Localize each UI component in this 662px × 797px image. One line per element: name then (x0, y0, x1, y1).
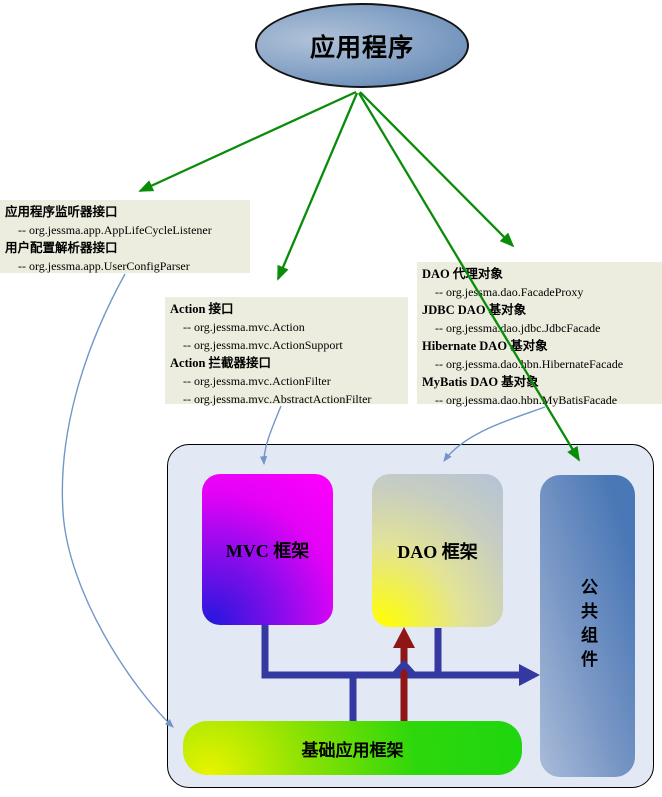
dao-framework-node: DAO 框架 (372, 474, 503, 627)
dao-framework-label: DAO 框架 (397, 541, 478, 562)
interface-class-name: -- org.jessma.mvc.ActionFilter (183, 374, 331, 388)
arrow-app-to-listener-box (138, 90, 357, 193)
interface-class-name: -- org.jessma.dao.hbn.MyBatisFacade (435, 393, 618, 407)
interface-class-name: -- org.jessma.mvc.AbstractActionFilter (183, 392, 372, 406)
interface-class-name: -- org.jessma.dao.hbn.HibernateFacade (435, 357, 624, 371)
common-components-label: 公共组件 (578, 578, 597, 674)
dao-objects-box: DAO 代理对象 -- org.jessma.dao.FacadeProxy J… (417, 262, 662, 407)
interface-heading: MyBatis DAO 基对象 (422, 375, 539, 389)
interface-class-name: -- org.jessma.app.AppLifeCycleListener (18, 223, 212, 237)
app-listener-interface-box: 应用程序监听器接口 -- org.jessma.app.AppLifeCycle… (0, 200, 250, 273)
interface-class-name: -- org.jessma.dao.jdbc.JdbcFacade (435, 321, 601, 335)
base-application-framework-node: 基础应用框架 (183, 721, 522, 775)
base-application-framework-label: 基础应用框架 (301, 740, 404, 760)
application-ellipse-label: 应用程序 (309, 34, 414, 62)
interface-class-name: -- org.jessma.mvc.ActionSupport (183, 338, 343, 352)
interface-class-name: -- org.jessma.mvc.Action (183, 320, 305, 334)
arrow-app-to-dao-box (359, 91, 515, 248)
interface-heading: 应用程序监听器接口 (5, 205, 118, 219)
interface-heading: 用户配置解析器接口 (5, 241, 118, 255)
arrow-app-to-action-box (276, 92, 359, 281)
interface-class-name: -- org.jessma.app.UserConfigParser (18, 259, 190, 273)
common-components-node: 公共组件 (540, 475, 635, 777)
interface-heading: Action 拦截器接口 (170, 356, 272, 370)
interface-heading: JDBC DAO 基对象 (422, 303, 527, 317)
interface-heading: Action 接口 (170, 302, 234, 316)
interface-class-name: -- org.jessma.dao.FacadeProxy (435, 285, 584, 299)
interface-heading: DAO 代理对象 (422, 267, 503, 281)
application-ellipse-node: 应用程序 (255, 3, 469, 88)
interface-heading: Hibernate DAO 基对象 (422, 339, 548, 353)
mvc-framework-node: MVC 框架 (202, 474, 333, 625)
curve-listener-box-to-base-framework (61, 273, 174, 728)
action-interface-box: Action 接口 -- org.jessma.mvc.Action -- or… (165, 297, 408, 406)
mvc-framework-label: MVC 框架 (225, 540, 310, 561)
